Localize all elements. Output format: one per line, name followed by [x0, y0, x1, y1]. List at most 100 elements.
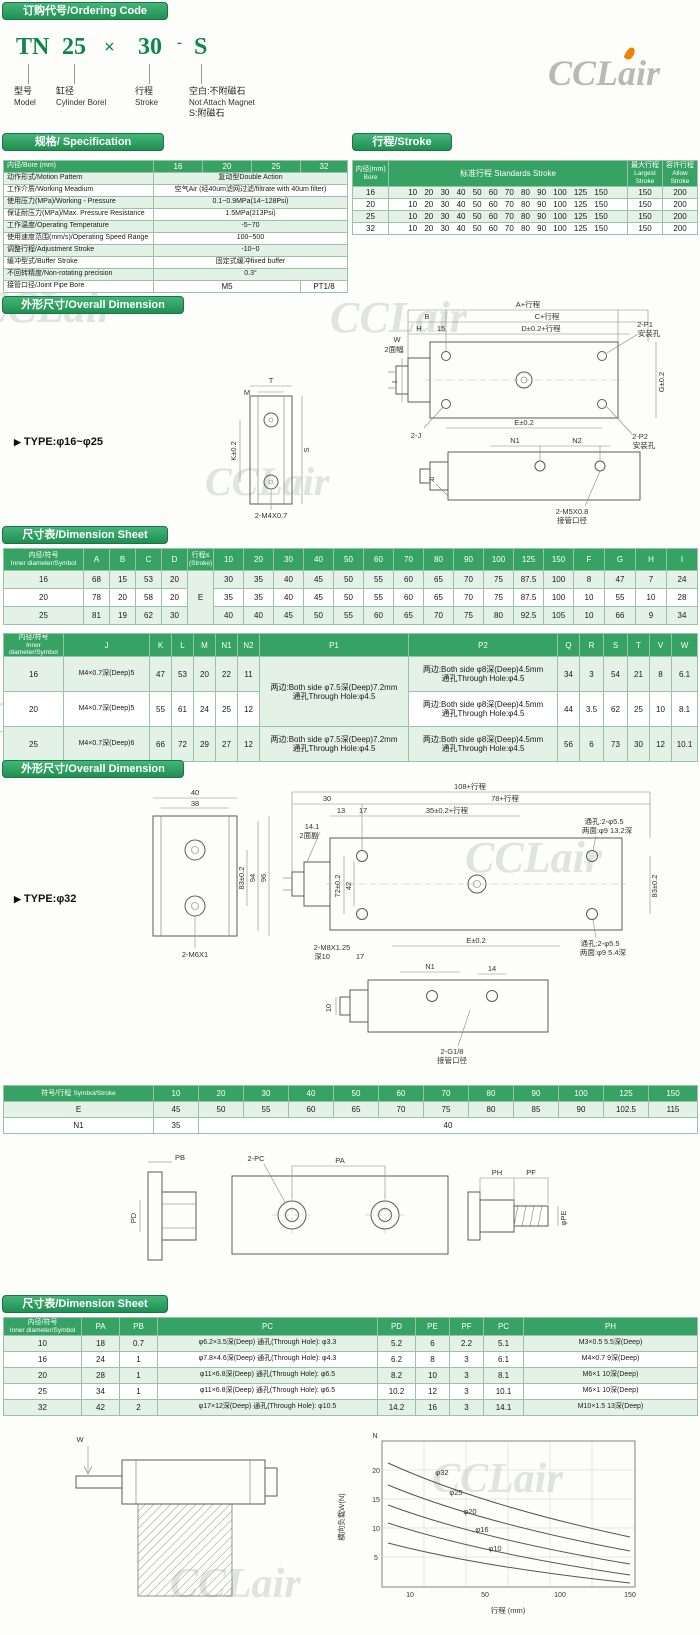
- cell: 6: [579, 726, 604, 763]
- cell: 78: [83, 588, 110, 607]
- header-zh: 容许行程: [666, 162, 694, 170]
- cell: 75: [453, 606, 484, 625]
- dim-label: 108+行程: [454, 781, 486, 791]
- legend-bore: 缸径 Cylinder Borel: [56, 86, 106, 108]
- cell-allow: 200: [662, 222, 698, 235]
- cell: 10: [649, 691, 672, 728]
- p1-line2: 通孔Through Hole:φ4.5: [292, 744, 376, 754]
- p2-line1: 两边:Both side φ8深(Deep)4.5mm: [422, 700, 544, 710]
- cell-symbol: N1: [3, 1117, 154, 1134]
- watermark: CCLair: [432, 1455, 563, 1503]
- cell: 34: [666, 606, 698, 625]
- col-header: 90: [453, 548, 484, 571]
- row-label: 使用速度范围(mm/s)/Operating Speed Range: [3, 232, 154, 245]
- cell: 55: [149, 691, 172, 728]
- cell-standard-strokes: 10 20 30 40 50 60 70 80 90 100 125 150: [388, 186, 628, 199]
- col-header: PC: [483, 1317, 524, 1336]
- cell: 7: [635, 570, 667, 589]
- col-header: V: [649, 632, 672, 658]
- cell: 29: [193, 726, 216, 763]
- dim-label: 94: [248, 874, 257, 882]
- code-stroke: 30: [138, 34, 162, 60]
- col-header: D: [161, 548, 188, 571]
- cell: 87.5: [513, 570, 544, 589]
- cell: 45: [153, 1101, 199, 1118]
- col-header: N2: [237, 632, 260, 658]
- cell: 50: [333, 588, 364, 607]
- cell: 42: [81, 1399, 120, 1416]
- cell: 8: [649, 656, 672, 693]
- cell-ph: M4×0.7 9深(Deep): [523, 1351, 698, 1368]
- y-tick: 20: [372, 1468, 380, 1475]
- col-header: T: [627, 632, 650, 658]
- curve-phi25: [387, 1484, 631, 1552]
- cell: 3: [449, 1351, 484, 1368]
- col-header-standard-stroke: 标准行程 Standards Stroke: [388, 160, 628, 187]
- cell: 47: [604, 570, 636, 589]
- cell: 100: [543, 570, 574, 589]
- curve-phi32: [387, 1462, 631, 1538]
- dim-label: 2-G1/8: [441, 1047, 464, 1056]
- x-tick: 50: [481, 1592, 489, 1599]
- cell: 12: [237, 691, 260, 728]
- cell: 115: [648, 1101, 698, 1118]
- dim-label: 72±0.2: [333, 875, 342, 898]
- cell: 60: [393, 588, 424, 607]
- cell: 1: [119, 1383, 158, 1400]
- dim-label: 96: [259, 874, 268, 882]
- cell-value: -5~70: [153, 220, 348, 233]
- cell: 2: [119, 1399, 158, 1416]
- header-zh: 内径/符号: [27, 1318, 58, 1326]
- cell: 65: [333, 1101, 379, 1118]
- col-header: P2: [408, 632, 558, 658]
- col-header: 125: [513, 548, 544, 571]
- cell-standard-strokes: 10 20 30 40 50 60 70 80 90 100 125 150: [388, 210, 628, 223]
- cell: 6: [415, 1335, 450, 1352]
- cell: 9: [635, 606, 667, 625]
- wall-hatch: [137, 1503, 233, 1597]
- dim-label: M: [244, 388, 250, 397]
- cell: 35: [153, 1117, 199, 1134]
- col-header-stroke: 行程≤(Stroke): [187, 548, 214, 571]
- cell-allow: 200: [662, 186, 698, 199]
- p2-line1: 两边:Both side φ8深(Deep)4.5mm: [422, 735, 544, 745]
- col-header-symbol-stroke: 符号/行程 Symbol/Stroke: [3, 1085, 154, 1102]
- cell-bore: 20: [3, 588, 84, 607]
- cell: 10: [635, 588, 667, 607]
- cell: 27: [215, 726, 238, 763]
- x-tick: 150: [624, 1592, 636, 1599]
- x-tick: 100: [554, 1592, 566, 1599]
- dim-label: 10: [324, 1004, 333, 1012]
- col-header: F: [573, 548, 605, 571]
- ordering-diagram: TN 25 × 30 - S 型号 Model 缸径 Cylinder Bore…: [12, 34, 352, 134]
- cell: 55: [243, 1101, 289, 1118]
- row-label: 工作温度/Operating Temperature: [3, 220, 154, 233]
- dim-label: K±0.2: [229, 441, 238, 461]
- type-text: TYPE:φ32: [23, 893, 77, 905]
- cell-bore: 10: [3, 1335, 82, 1352]
- header-en: Allow Stroke: [670, 170, 690, 185]
- cell: 70: [453, 588, 484, 607]
- cell: 53: [135, 570, 162, 589]
- dim-label: I: [390, 381, 399, 383]
- series-label: φ32: [435, 1468, 448, 1477]
- x-axis-label: 行程 (mm): [491, 1605, 526, 1615]
- dim-label: 2-P1: [637, 320, 653, 329]
- row-label: 保证耐压力(MPa)/Max. Pressure Resistance: [3, 208, 154, 221]
- cell: 5.1: [483, 1335, 524, 1352]
- header-en: Inner diameter/Symbol: [10, 559, 77, 567]
- cell: M4×0.7深(Deep)5: [63, 656, 150, 693]
- cell-symbol: E: [3, 1101, 154, 1118]
- col-header: 125: [603, 1085, 649, 1102]
- section-header-sheet-1: 尺寸表/Dimension Sheet: [2, 526, 168, 544]
- cell-standard-strokes: 10 20 30 40 50 60 70 80 90 100 125 150: [388, 222, 628, 235]
